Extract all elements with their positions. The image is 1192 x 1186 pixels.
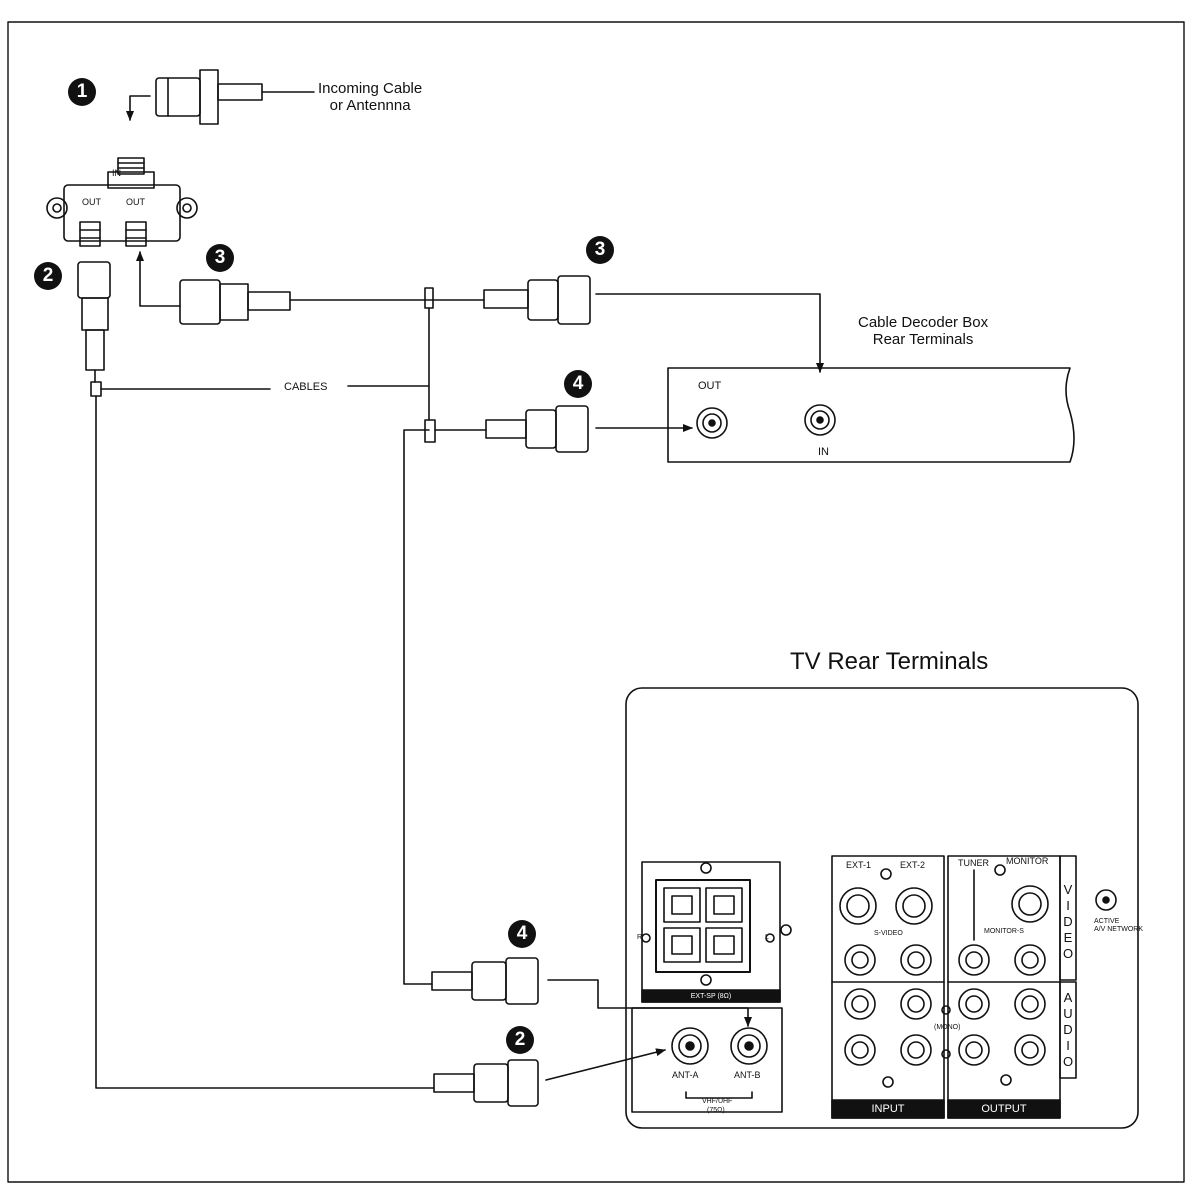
splitter-out-right-label: OUT [126, 197, 145, 207]
incoming-cable-label: Incoming Cable or Antennna [318, 80, 423, 115]
ohm-label: (75Ω) [707, 1107, 725, 1114]
monitor-label: MONITOR [1006, 856, 1049, 866]
cables-label: CABLES [284, 381, 328, 393]
speaker-l-label: L [765, 934, 769, 941]
tv-rear-panel [625, 687, 1139, 1129]
connector-3-right [483, 275, 591, 325]
av-network-label: A/V NETWORK [1094, 926, 1144, 933]
decoder-out-label: OUT [698, 380, 722, 392]
callout-4: 4 [564, 370, 592, 398]
ant-a-label: ANT-A [672, 1070, 699, 1080]
decoder-title: Cable Decoder Box Rear Terminals [858, 314, 989, 349]
callout-2: 2 [506, 1026, 534, 1054]
callout-3: 3 [586, 236, 614, 264]
vhf-uhf-label: VHF/UHF [702, 1098, 733, 1105]
speaker-r-label: R [637, 934, 643, 941]
callout-2: 2 [34, 262, 62, 290]
ant-b-label: ANT-B [734, 1070, 761, 1080]
ext2-label: EXT-2 [900, 860, 926, 870]
s-video-label: S-VIDEO [874, 930, 903, 937]
connector-2-tv [433, 1059, 539, 1107]
input-label: INPUT [832, 1101, 944, 1118]
callout-4: 4 [508, 920, 536, 948]
ext1-label: EXT-1 [846, 860, 872, 870]
tuner-label: TUNER [958, 858, 989, 868]
decoder-in-label: IN [818, 446, 829, 458]
splitter-out-left-label: OUT [82, 197, 101, 207]
rca-jacks [844, 944, 1046, 1066]
connector-3-left [179, 279, 291, 325]
monitor-s-label: MONITOR-S [984, 928, 1024, 935]
signal-splitter [46, 157, 198, 247]
decoder-box [667, 367, 1075, 463]
connector-4-tv [431, 957, 539, 1005]
active-label: ACTIVE [1094, 918, 1120, 925]
ext-sp-label: EXT-SP (8Ω) [642, 991, 780, 1002]
mono-label: (MONO) [934, 1024, 961, 1031]
callout-1: 1 [68, 78, 96, 106]
output-label: OUTPUT [948, 1101, 1060, 1118]
connector-4-top [485, 405, 589, 453]
connector-incoming [155, 69, 315, 125]
splitter-in-label: IN [112, 168, 121, 178]
callout-3: 3 [206, 244, 234, 272]
connector-2-left [77, 261, 111, 397]
tv-rear-title: TV Rear Terminals [790, 648, 989, 675]
